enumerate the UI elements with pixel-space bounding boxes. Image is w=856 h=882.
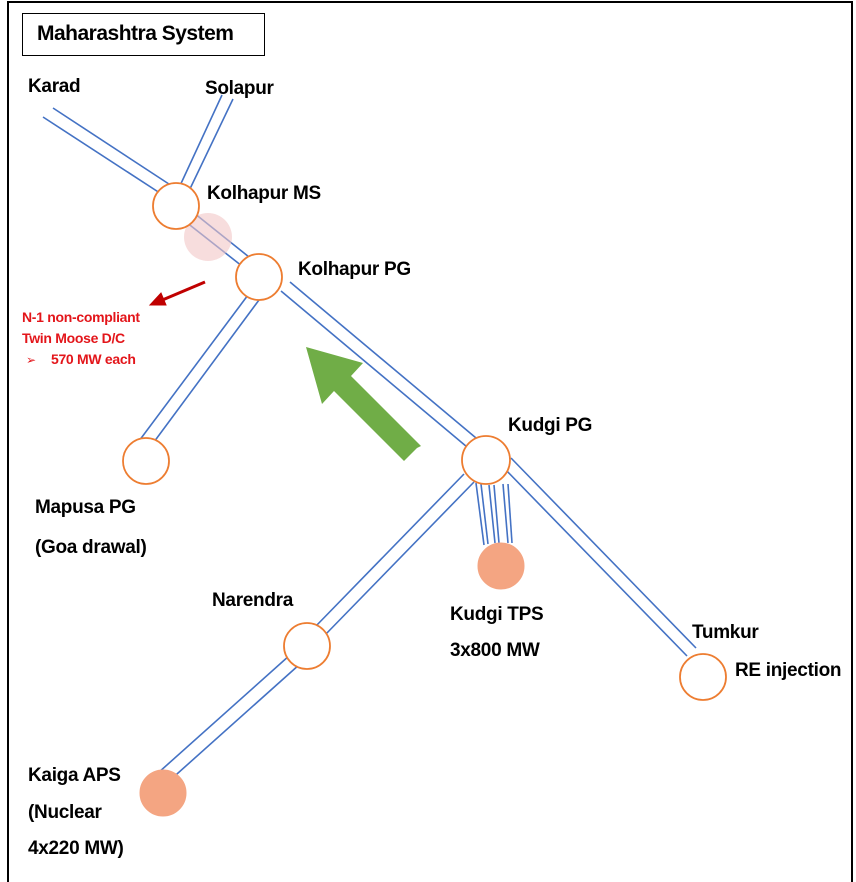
line-kolhapur-pg-kudgi-pg-2: [289, 281, 483, 444]
page-title: Maharashtra System: [37, 22, 234, 45]
label-kolhapur-ms: Kolhapur MS: [207, 183, 321, 204]
node-kolhapur-ms: [152, 182, 200, 230]
line-karad-kolhapur-ms-2: [52, 107, 176, 189]
line-kudgi-pg-tps-1: [475, 482, 485, 546]
label-kudgi-tps: Kudgi TPS: [450, 604, 544, 625]
red-arrow: [148, 280, 206, 306]
annotation-capacity: ➢ 570 MW each: [26, 349, 136, 369]
line-kolhapur-pg-mapusa-pg-1: [138, 294, 249, 442]
diagram-frame: [7, 1, 853, 882]
line-kudgi-pg-tps-3: [488, 484, 496, 544]
label-tumkur: Tumkur: [692, 622, 759, 643]
annotation-n1: N-1 non-compliant: [22, 309, 140, 325]
label-kaiga-aps-sub1: (Nuclear: [28, 802, 102, 823]
line-karad-kolhapur-ms-1: [42, 116, 167, 198]
line-kolhapur-pg-mapusa-pg-2: [150, 299, 260, 447]
label-mapusa-pg-sub: (Goa drawal): [35, 537, 147, 558]
line-kudgi-pg-narendra-2: [324, 481, 475, 636]
line-kudgi-pg-narendra-1: [314, 473, 465, 628]
label-kudgi-tps-capacity: 3x800 MW: [450, 640, 540, 661]
label-kaiga-aps: Kaiga APS: [28, 765, 121, 786]
generator-nodes: [139, 542, 525, 817]
annotation-capacity-text: 570 MW each: [50, 351, 136, 367]
substation-nodes: [122, 182, 727, 701]
line-narendra-kaiga-1: [157, 654, 291, 774]
congestion-highlight: [184, 213, 232, 261]
label-solapur: Solapur: [205, 78, 274, 99]
label-narendra: Narendra: [212, 590, 294, 611]
label-mapusa-pg: Mapusa PG: [35, 497, 136, 518]
line-kudgi-pg-tps-4: [493, 484, 500, 544]
node-mapusa-pg: [122, 437, 170, 485]
node-kudgi-pg: [461, 435, 511, 485]
node-narendra: [283, 622, 331, 670]
node-kolhapur-pg: [235, 253, 283, 301]
title-box: Maharashtra System: [22, 13, 265, 56]
line-solapur-kolhapur-ms-1: [177, 94, 223, 191]
label-karad: Karad: [28, 76, 81, 97]
line-narendra-kaiga-2: [167, 663, 301, 783]
label-kaiga-aps-sub2: 4x220 MW): [28, 838, 124, 859]
bullet-icon: ➢: [26, 353, 36, 367]
line-kudgi-pg-tumkur-1: [501, 465, 688, 657]
node-tumkur: [679, 653, 727, 701]
line-kudgi-pg-tps-6: [507, 483, 513, 544]
node-kudgi-tps: [477, 542, 525, 590]
label-tumkur-sub: RE injection: [735, 660, 842, 681]
annotation-conductor: Twin Moose D/C: [22, 330, 125, 346]
line-kolhapur-pg-kudgi-pg-1: [280, 290, 474, 453]
power-flow-arrow: [306, 347, 421, 461]
line-kudgi-pg-tps-5: [502, 483, 509, 544]
node-kaiga-aps: [139, 769, 187, 817]
line-solapur-kolhapur-ms-2: [187, 98, 234, 194]
line-kudgi-pg-tps-2: [480, 483, 489, 545]
label-kudgi-pg: Kudgi PG: [508, 415, 593, 436]
label-kolhapur-pg: Kolhapur PG: [298, 259, 411, 280]
line-kudgi-pg-tumkur-2: [510, 457, 697, 649]
